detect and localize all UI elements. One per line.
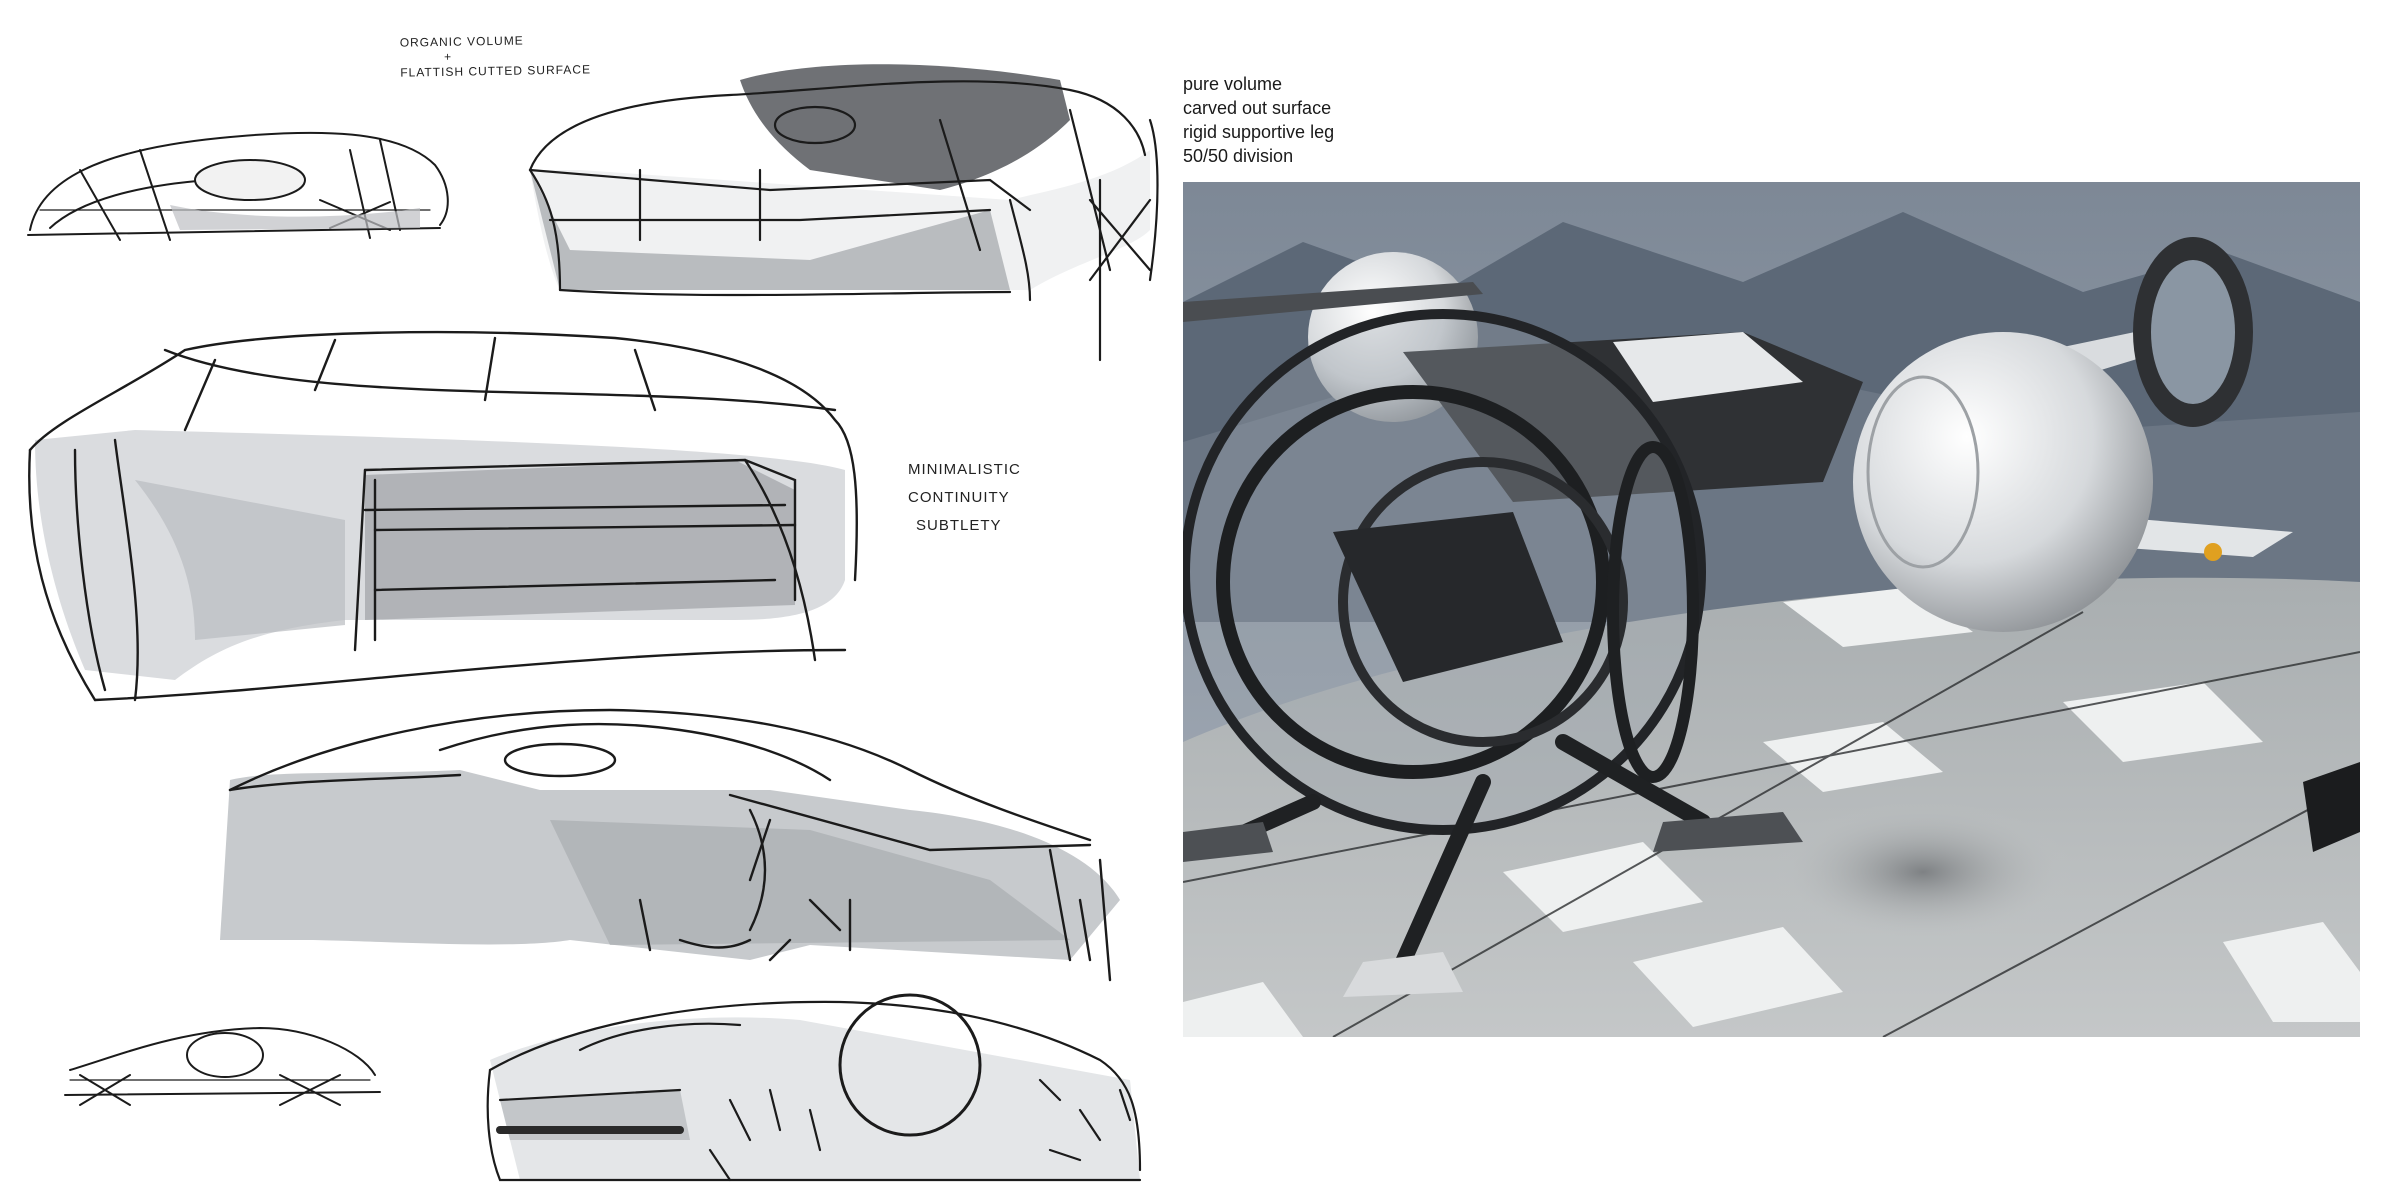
car-sketch-5 xyxy=(64,1026,381,1106)
car-sketch-4 xyxy=(220,708,1120,982)
car-sketch-1 xyxy=(27,131,449,241)
render-caption-line-2: carved out surface xyxy=(1183,98,1332,118)
sketch-note-mid-line-2: CONTINUITY xyxy=(908,489,1010,506)
render-scene xyxy=(1183,182,2360,1037)
sketch-note-mid: MINIMALISTIC CONTINUITY SUBTLETY xyxy=(908,456,1021,540)
render-caption-line-1: pure volume xyxy=(1183,74,1283,94)
sketch-note-mid-line-3: SUBTLETY xyxy=(916,517,1002,534)
car-sketch-2 xyxy=(528,64,1159,362)
car-sketch-6 xyxy=(486,993,1142,1182)
render-caption-line-4: 50/50 division xyxy=(1183,146,1294,166)
bubble-ship-render xyxy=(1183,182,2360,1037)
sketch-note-mid-line-1: MINIMALISTIC xyxy=(908,461,1021,478)
car-sketch-3 xyxy=(28,330,859,702)
render-caption-line-3: rigid supportive leg xyxy=(1183,122,1335,142)
pad-tiles xyxy=(1183,587,2360,1037)
render-caption: pure volume carved out surface rigid sup… xyxy=(1183,72,1334,168)
